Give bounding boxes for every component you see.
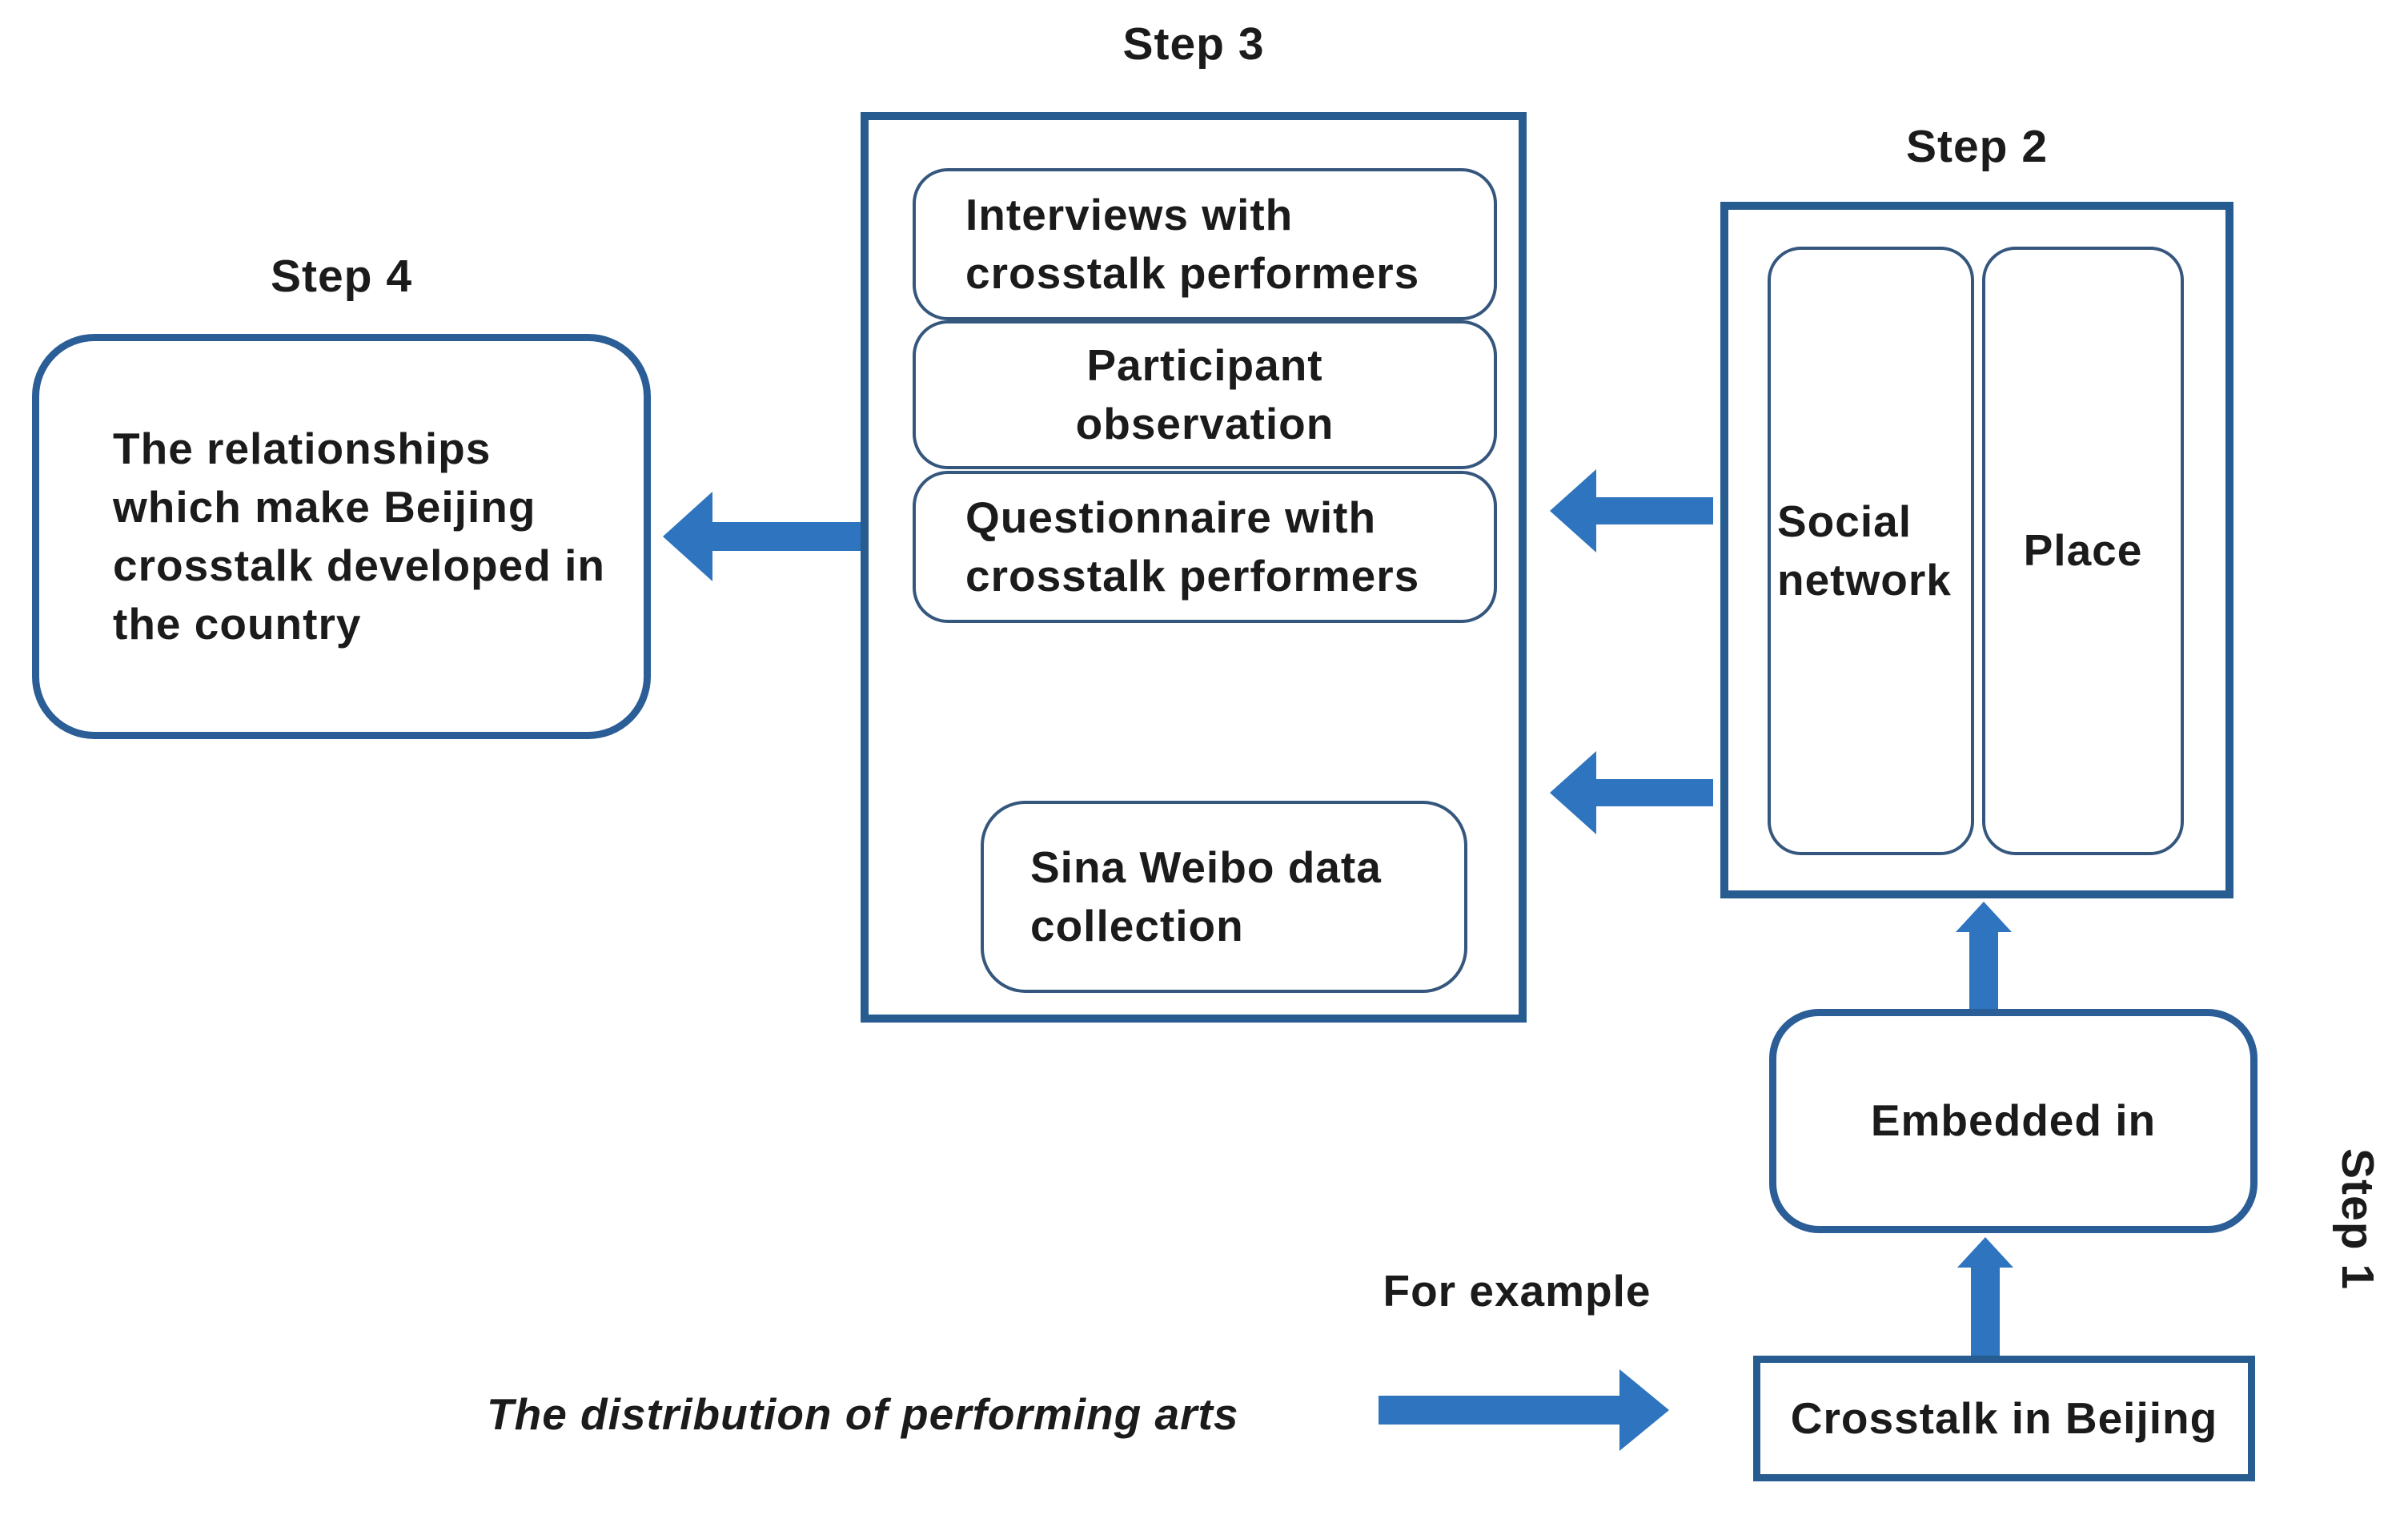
arrow-example-to-crosstalk-icon [1379, 1369, 1669, 1451]
step3-questionnaire-text: Questionnaire with crosstalk performers [965, 492, 1420, 601]
step3-label: Step 3 [1122, 18, 1265, 70]
step4-label: Step 4 [270, 251, 413, 302]
example-description-text: The distribution of performing arts [487, 1389, 1239, 1439]
step2-label: Step 2 [1905, 121, 2049, 172]
step3-interviews-box: Interviews with crosstalk performers [913, 168, 1497, 320]
arrow-step3-to-step4-icon [663, 492, 861, 581]
step2-social-network-text: Social network [1777, 496, 1952, 605]
step3-participant-box: Participant observation [913, 320, 1497, 469]
step3-sina-weibo-box: Sina Weibo data collection [981, 801, 1467, 993]
step1-embedded-box: Embedded in [1769, 1009, 2258, 1233]
arrow-step2-to-step3-lower-icon [1550, 751, 1713, 834]
step2-place-box: Place [1982, 247, 2184, 855]
step1-label: Step 1 [2332, 1148, 2383, 1291]
step4-result-text: The relationships which make Beijing cro… [113, 423, 605, 649]
step3-participant-text: Participant observation [1075, 340, 1334, 448]
step2-place-text: Place [2023, 525, 2143, 576]
arrow-crosstalk-to-embedded-icon [1957, 1237, 2013, 1359]
step1-crosstalk-box: Crosstalk in Beijing [1753, 1356, 2255, 1481]
step2-social-network-box: Social network [1768, 247, 1974, 855]
step3-interviews-text: Interviews with crosstalk performers [965, 189, 1420, 298]
arrow-embedded-to-step2-icon [1956, 902, 2012, 1014]
step3-questionnaire-box: Questionnaire with crosstalk performers [913, 471, 1497, 623]
step3-sina-weibo-text: Sina Weibo data collection [1030, 842, 1382, 950]
step4-result-box: The relationships which make Beijing cro… [32, 334, 651, 739]
step1-embedded-text: Embedded in [1870, 1095, 2157, 1146]
arrow-step2-to-step3-upper-icon [1550, 469, 1713, 553]
for-example-label: For example [1383, 1266, 1651, 1316]
step1-crosstalk-text: Crosstalk in Beijing [1790, 1392, 2218, 1443]
